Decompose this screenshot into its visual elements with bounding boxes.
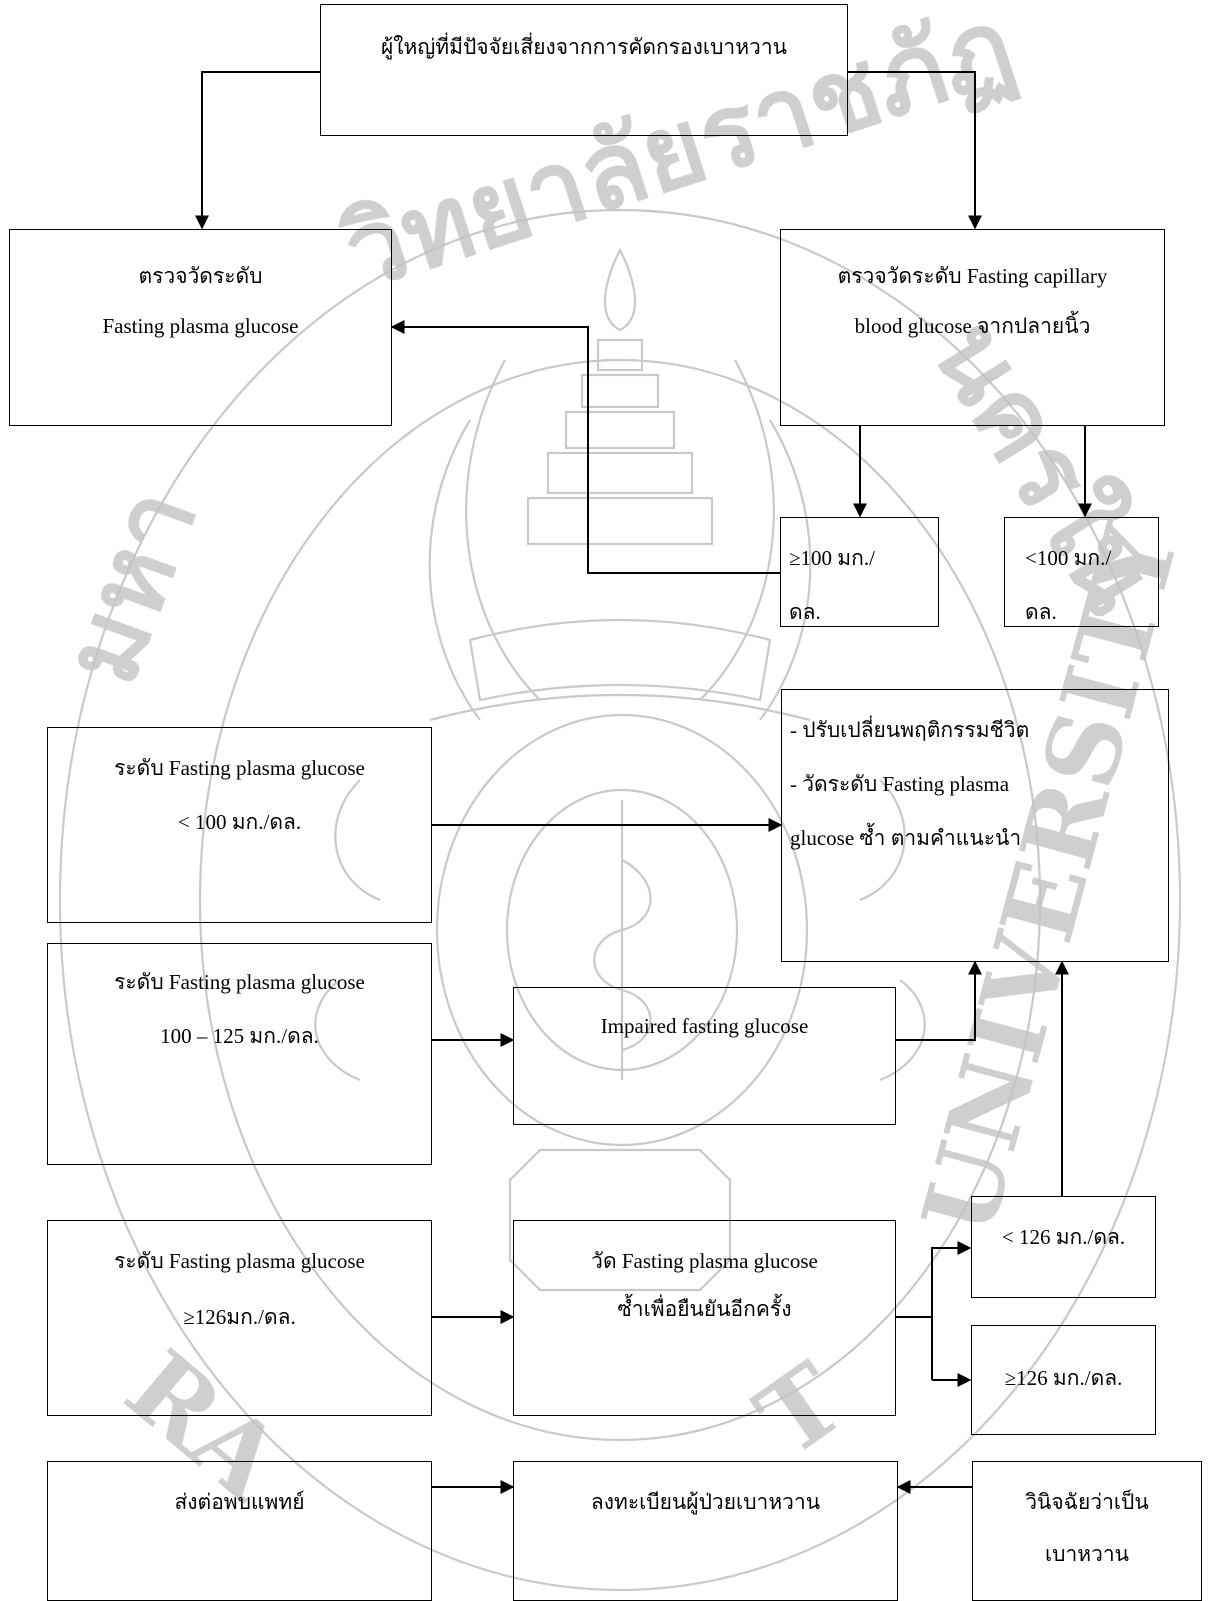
fpg-measure-line1: ตรวจวัดระดับ — [138, 264, 263, 288]
arrow-top-to-capillary — [848, 71, 982, 230]
lifestyle-line1: - ปรับเปลี่ยนพฤติกรรมชีวิต — [790, 718, 1030, 742]
fpg-low-line2: < 100 มก./ดล. — [177, 810, 302, 834]
risk-adults-label: ผู้ใหญ่ที่มีปัจจัยเสี่ยงจากการคัดกรองเบา… — [380, 35, 787, 59]
arrow-cap-high-to-fpg — [390, 320, 780, 574]
fpg-measure-line2: Fasting plasma glucose — [102, 314, 299, 338]
fpg-mid-line2: 100 – 125 มก./ดล. — [160, 1024, 319, 1048]
fpg-high-line1: ระดับ Fasting plasma glucose — [114, 1249, 365, 1273]
arrow-top-to-fpg — [195, 71, 320, 230]
diagnosis-box: วินิจฉัยว่าเป็น เบาหวาน — [972, 1461, 1202, 1601]
repeat-fpg-box: วัด Fasting plasma glucose ซ้ำเพื่อยืนยั… — [513, 1220, 896, 1416]
cap-low-result-box: <100 มก./ ดล. — [1004, 517, 1159, 627]
register-patient-label: ลงทะเบียนผู้ป่วยเบาหวาน — [590, 1490, 821, 1514]
refer-doctor-label: ส่งต่อพบแพทย์ — [174, 1490, 305, 1514]
fpg-low-line1: ระดับ Fasting plasma glucose — [114, 756, 365, 780]
impaired-fasting-glucose-label: Impaired fasting glucose — [600, 1014, 809, 1038]
fpg-mid-box: ระดับ Fasting plasma glucose 100 – 125 ม… — [47, 943, 432, 1165]
capillary-line1: ตรวจวัดระดับ Fasting capillary — [837, 264, 1108, 288]
refer-doctor-box: ส่งต่อพบแพทย์ — [47, 1461, 432, 1601]
fpg-high-box: ระดับ Fasting plasma glucose ≥126มก./ดล. — [47, 1220, 432, 1416]
fpg-measure-box: ตรวจวัดระดับ Fasting plasma glucose — [9, 229, 392, 426]
repeat-high-label: ≥126 มก./ดล. — [1004, 1366, 1123, 1390]
cap-high-result-box: ≥100 มก./ ดล. — [780, 517, 939, 627]
repeat-fpg-line1: วัด Fasting plasma glucose — [591, 1249, 818, 1273]
impaired-fasting-glucose-box: Impaired fasting glucose — [513, 987, 896, 1125]
fpg-low-box: ระดับ Fasting plasma glucose < 100 มก./ด… — [47, 727, 432, 923]
repeat-high-result-box: ≥126 มก./ดล. — [971, 1325, 1156, 1435]
cap-low-line2: ดล. — [1025, 600, 1057, 624]
repeat-low-label: < 126 มก./ดล. — [1001, 1225, 1126, 1249]
diagnosis-line2: เบาหวาน — [1044, 1542, 1130, 1566]
fpg-mid-line1: ระดับ Fasting plasma glucose — [114, 970, 365, 994]
lifestyle-line2: - วัดระดับ Fasting plasma — [790, 772, 1010, 796]
repeat-fpg-line2: ซ้ำเพื่อยืนยันอีกครั้ง — [617, 1297, 792, 1321]
lifestyle-line3: glucose ซ้ำ ตามคำแนะนำ — [790, 826, 1022, 850]
cap-high-line2: ดล. — [789, 600, 821, 624]
capillary-measure-box: ตรวจวัดระดับ Fasting capillary blood glu… — [780, 229, 1165, 426]
diagnosis-line1: วินิจฉัยว่าเป็น — [1025, 1490, 1149, 1514]
fpg-high-line2: ≥126มก./ดล. — [183, 1305, 296, 1329]
lifestyle-box: - ปรับเปลี่ยนพฤติกรรมชีวิต - วัดระดับ Fa… — [781, 689, 1169, 962]
risk-adults-box: ผู้ใหญ่ที่มีปัจจัยเสี่ยงจากการคัดกรองเบา… — [320, 4, 848, 136]
capillary-line2: blood glucose จากปลายนิ้ว — [854, 314, 1091, 338]
cap-low-line1: <100 มก./ — [1025, 546, 1112, 570]
repeat-low-result-box: < 126 มก./ดล. — [971, 1196, 1156, 1298]
cap-high-line1: ≥100 มก./ — [789, 546, 875, 570]
arrow-ifg-to-lifestyle — [896, 960, 982, 1041]
register-patient-box: ลงทะเบียนผู้ป่วยเบาหวาน — [513, 1461, 898, 1601]
